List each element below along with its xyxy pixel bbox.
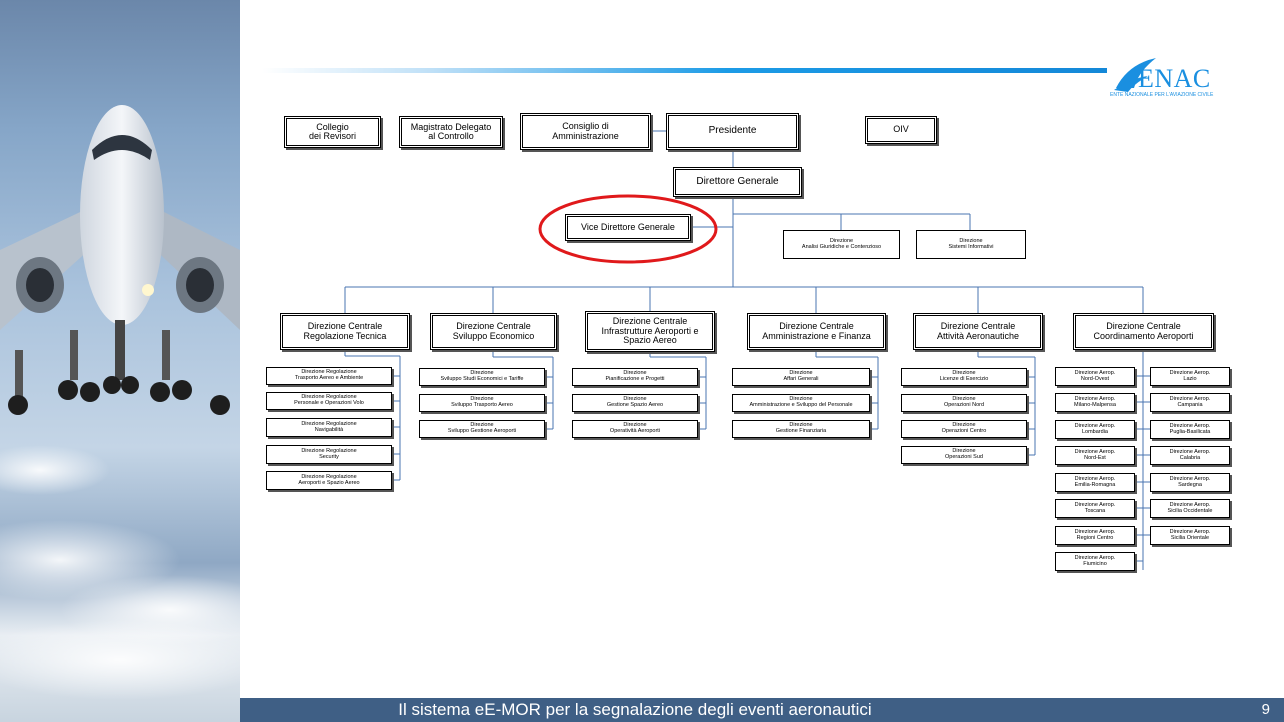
sub-box: Direzione Aerop. Nord-Est [1055, 446, 1135, 465]
sub-box: Direzione Pianificazione e Progetti [572, 368, 698, 386]
enac-logo [1108, 46, 1238, 106]
sub-box: Direzione Operazioni Centro [901, 420, 1027, 438]
sub-box: Direzione Sviluppo Trasporto Aereo [419, 394, 545, 412]
header-gradient-line [262, 68, 1107, 73]
sub-box: Direzione Aerop. Milano-Malpensa [1055, 393, 1135, 412]
sub-box: Direzione Aerop. Lombardia [1055, 420, 1135, 439]
sub-box: Direzione Gestione Spazio Aereo [572, 394, 698, 412]
sub-box: Direzione Aerop. Campania [1150, 393, 1230, 412]
sub-box: Direzione Aerop. Fiumicino [1055, 552, 1135, 571]
sub-box: Direzione Regolazione Trasporto Aereo e … [266, 367, 392, 385]
collegio-box: Collegio dei Revisori [284, 116, 381, 148]
airplane-photo [0, 0, 240, 722]
sub-box: Direzione Aerop. Calabria [1150, 446, 1230, 465]
central-box-regolazione-tecnica: Direzione Centrale Regolazione Tecnica [280, 313, 410, 350]
slide-number: 9 [1261, 701, 1270, 718]
sub-box: Direzione Sviluppo Gestione Aeroporti [419, 420, 545, 438]
sub-box: Direzione Aerop. Regioni Centro [1055, 526, 1135, 545]
sub-box: Direzione Aerop. Emilia-Romagna [1055, 473, 1135, 492]
consiglio-box: Consiglio di Amministrazione [520, 113, 651, 150]
sub-box: Direzione Aerop. Nord-Ovest [1055, 367, 1135, 386]
sub-box: Direzione Aerop. Sicilia Orientale [1150, 526, 1230, 545]
airplane-illustration [0, 105, 240, 700]
direttore-generale-box: Direttore Generale [673, 167, 802, 197]
central-box-infrastrutture: Direzione Centrale Infrastrutture Aeropo… [585, 311, 715, 352]
presidente-box: Presidente [666, 113, 799, 150]
central-box-coordinamento-aeroporti: Direzione Centrale Coordinamento Aeropor… [1073, 313, 1214, 350]
sub-box: Direzione Gestione Finanziaria [732, 420, 870, 438]
sub-box: Direzione Aerop. Toscana [1055, 499, 1135, 518]
sub-box: Direzione Operatività Aeroporti [572, 420, 698, 438]
sub-box: Direzione Amministrazione e Sviluppo del… [732, 394, 870, 412]
footer-title: Il sistema eE-MOR per la segnalazione de… [398, 700, 872, 719]
sub-box: Direzione Regolazione Navigabilità [266, 418, 392, 437]
oiv-box: OIV [865, 116, 937, 144]
sub-box: Direzione Regolazione Personale e Operaz… [266, 392, 392, 410]
sub-box: Direzione Affari Generali [732, 368, 870, 386]
sub-box: Direzione Operazioni Sud [901, 446, 1027, 464]
vice-direttore-box: Vice Direttore Generale [565, 214, 691, 241]
sub-box: Direzione Sviluppo Studi Economici e Tar… [419, 368, 545, 386]
logo-wordmark: ENAC [1138, 64, 1211, 93]
sub-box: Direzione Regolazione Aeroporti e Spazio… [266, 471, 392, 490]
highlight-ellipse [538, 194, 718, 264]
logo-subtitle: ENTE NAZIONALE PER L'AVIAZIONE CIVILE [1110, 92, 1214, 98]
footer-bar: Il sistema eE-MOR per la segnalazione de… [240, 698, 1284, 722]
central-box-attivita-aeronautiche: Direzione Centrale Attività Aeronautiche [913, 313, 1043, 350]
central-box-sviluppo-economico: Direzione Centrale Sviluppo Economico [430, 313, 557, 350]
sub-box: Direzione Aerop. Lazio [1150, 367, 1230, 386]
magistrato-box: Magistrato Delegato al Controllo [399, 116, 503, 148]
staff-box-sistemi-informativi: Direzione Sistemi Informativi [916, 230, 1026, 259]
sub-box: Direzione Aerop. Sardegna [1150, 473, 1230, 492]
sub-box: Direzione Aerop. Puglia-Basilicata [1150, 420, 1230, 439]
central-box-amministrazione: Direzione Centrale Amministrazione e Fin… [747, 313, 886, 350]
sub-box: Direzione Regolazione Security [266, 445, 392, 464]
staff-box-analisi-giuridiche: Direzione Analisi Giuridiche e Contenzio… [783, 230, 900, 259]
sub-box: Direzione Aerop. Sicilia Occidentale [1150, 499, 1230, 518]
sub-box: Direzione Operazioni Nord [901, 394, 1027, 412]
sub-box: Direzione Licenze di Esercizio [901, 368, 1027, 386]
